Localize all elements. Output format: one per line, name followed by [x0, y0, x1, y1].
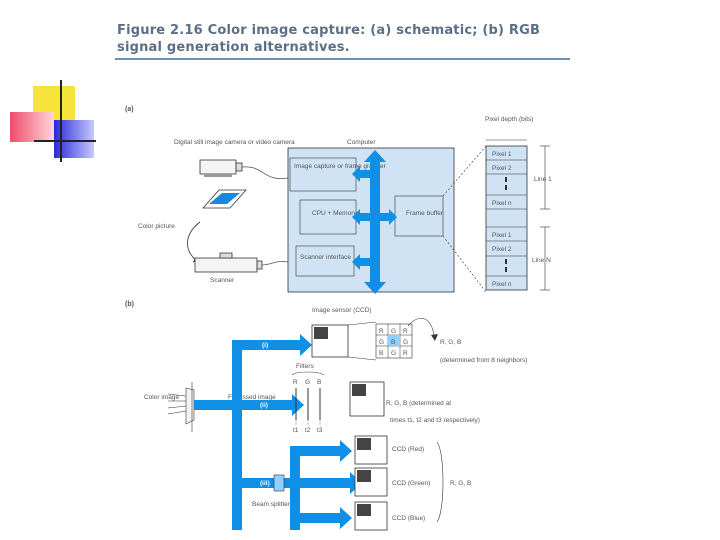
pixel-1-line-1: Pixel 1: [492, 151, 512, 158]
deco-red-square: [10, 112, 54, 142]
deco-vertical-line: [60, 80, 62, 162]
bayer-cell: G: [403, 339, 408, 346]
scanner-interface-box: [295, 245, 355, 277]
pixel-2-line-n: Pixel 2: [492, 246, 512, 253]
filters-brace: [291, 371, 325, 376]
bayer-cell: G: [391, 350, 396, 357]
color-picture-icon: [202, 189, 247, 209]
system-bus-arrows: [352, 150, 397, 294]
deco-horizontal-line: [34, 140, 96, 142]
filter-time-lines: [295, 420, 321, 426]
picture-to-scanner-arrow: [187, 221, 201, 261]
pixel-n-line-n: Pixel n: [492, 281, 512, 288]
cpu-box-label: CPU + Memory: [312, 210, 357, 217]
ccd-green-label: CCD (Green): [392, 480, 430, 487]
bayer-cell: G: [379, 339, 384, 346]
beam-splitter-icon: [273, 474, 285, 492]
frame-buffer-memory: [485, 145, 528, 291]
scanner-label: Scanner: [210, 277, 235, 284]
memory-dividers: [486, 159, 527, 277]
cpu-box: [299, 199, 357, 235]
line-brackets: [540, 145, 550, 291]
filters-label: Filters: [296, 363, 314, 370]
ccd-blue-grid: [357, 504, 371, 516]
ccd-red-label: CCD (Red): [392, 446, 424, 453]
color-picture-label: Color picture: [138, 223, 175, 230]
bayer-cell: R: [403, 350, 408, 357]
time-t2-label: t2: [305, 427, 311, 434]
figure-title: Figure 2.16 Color image capture: (a) sch…: [117, 23, 541, 55]
rgb-i-label: R, G, B: [440, 339, 461, 346]
image-sensor-label: Image sensor (CCD): [312, 307, 372, 314]
color-image-label: Color image: [144, 394, 179, 401]
ccd-sensor-ii-grid: [352, 384, 366, 396]
pixel-1-line-n: Pixel 1: [492, 232, 512, 239]
title-rule: [115, 58, 570, 60]
frame-buffer-box: [394, 195, 444, 237]
ccd-blue-label: CCD (Blue): [392, 515, 425, 522]
rgb-ii-note: times t1, t2 and t3 respectively): [390, 417, 480, 424]
scanner-interface-label: Scanner interface: [300, 254, 351, 261]
rgb-iii-label: R, G, B: [450, 480, 471, 487]
part-a-label: (a): [125, 106, 134, 113]
camera-label: Digital still image camera or video came…: [174, 139, 295, 146]
bayer-cell: R: [379, 328, 384, 335]
lens-icon: [185, 387, 195, 425]
ccd-brace: [436, 441, 444, 523]
camera-cable: [241, 166, 289, 180]
capture-box: [289, 157, 357, 192]
optical-path: [194, 334, 362, 530]
pixel-2-line-1: Pixel 2: [492, 165, 512, 172]
focussed-image-label: Focussed image: [228, 394, 276, 401]
camera-icon: [199, 159, 243, 177]
beam-splitter-label: Beam splitter: [252, 501, 291, 508]
computer-label: Computer: [347, 139, 376, 146]
bayer-cell: B: [379, 350, 383, 357]
pixel-n-line-1: Pixel n: [492, 200, 512, 207]
filter-wheel: [295, 388, 321, 420]
path-ii-label: (ii): [260, 402, 268, 409]
filter-g-label: G: [305, 379, 310, 386]
line-n-label: Line N: [532, 257, 551, 264]
filter-r-label: R: [293, 379, 298, 386]
zoom-line-top: [442, 145, 487, 197]
bayer-cell: R: [403, 328, 408, 335]
ccd-green-grid: [357, 470, 371, 482]
time-t1-label: t1: [293, 427, 299, 434]
time-t3-label: t3: [317, 427, 323, 434]
ccd-red-grid: [357, 438, 371, 450]
pixel-depth-label: Pixel depth (bits): [485, 116, 533, 123]
path-iii-label: (iii): [260, 480, 270, 487]
part-b-label: (b): [125, 301, 134, 308]
scanner-icon: [194, 252, 263, 273]
line-1-label: Line 1: [534, 176, 552, 183]
memory-ellipsis: [505, 177, 507, 272]
rgb-ii-label: R, G, B (determined at: [386, 400, 451, 407]
bayer-cell: B: [391, 339, 395, 346]
filter-b-label: B: [317, 379, 321, 386]
bayer-to-rgb-arrow: [407, 317, 435, 337]
capture-box-label: Image capture or frame grabber: [294, 163, 387, 170]
ccd-sensor-i-grid: [314, 327, 328, 339]
rgb-i-note: (determined from 8 neighbors): [440, 357, 527, 364]
light-rays: [167, 393, 187, 415]
bayer-cell: G: [391, 328, 396, 335]
bayer-grid: [375, 323, 413, 359]
frame-buffer-label: Frame buffer: [406, 210, 444, 217]
scanner-cable: [261, 261, 289, 266]
path-i-label: (i): [262, 342, 268, 349]
